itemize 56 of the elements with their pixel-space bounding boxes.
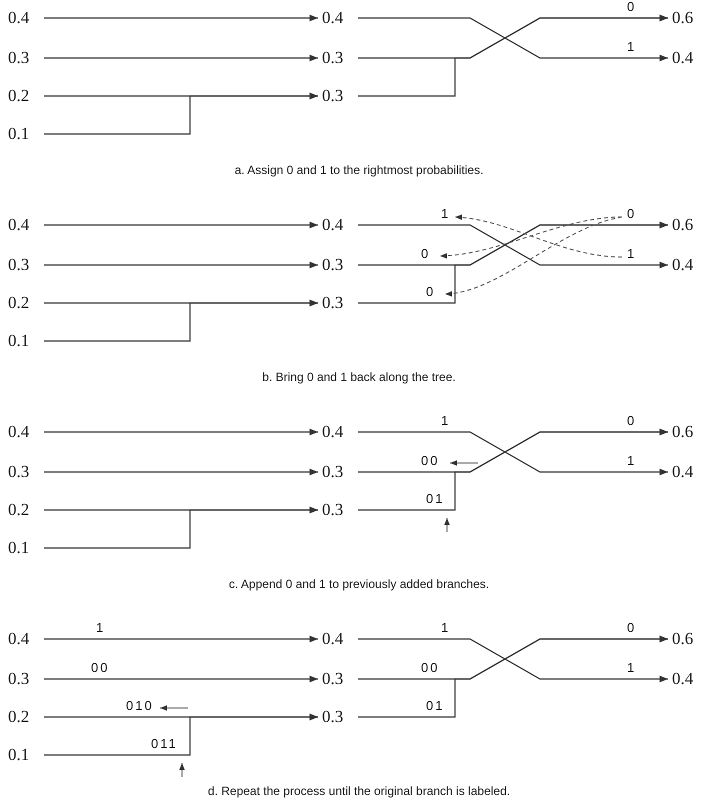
arrow (44, 468, 318, 476)
probability-value: 0.3 (8, 461, 30, 483)
caption: b. Bring 0 and 1 back along the tree. (262, 370, 456, 384)
probability-value: 0.2 (8, 499, 30, 521)
probability-value: 0.3 (8, 668, 30, 690)
arrow (44, 714, 318, 756)
caption: d. Repeat the process until the original branch is labeled. (208, 784, 510, 798)
probability-value: 0.3 (322, 706, 344, 728)
probability-value: 0.3 (8, 47, 30, 69)
caption: c. Append 0 and 1 to previously added branches. (228, 577, 490, 591)
arrow (358, 222, 668, 304)
caption: a. Assign 0 and 1 to the rightmost probabilities. (234, 163, 484, 177)
arrow (44, 222, 318, 228)
probability-value: 0.4 (672, 254, 694, 276)
probability-value: 0.3 (322, 47, 344, 69)
probability-value: 0.3 (322, 499, 344, 521)
probability-value: 0.4 (322, 214, 344, 236)
probability-value: 0.3 (322, 85, 344, 107)
arrow (44, 506, 318, 549)
probability-value: 0.4 (672, 47, 694, 69)
probability-value: 0.3 (8, 254, 30, 276)
probability-value: 0.3 (322, 254, 344, 276)
probability-value: 0.1 (8, 537, 30, 559)
arrow (44, 428, 318, 436)
probability-value: 0.6 (672, 628, 694, 650)
arrow (44, 262, 318, 268)
arrow (44, 300, 318, 342)
probability-value: 0.4 (8, 7, 30, 29)
probability-value: 0.6 (672, 7, 694, 29)
probability-value: 0.1 (8, 744, 30, 766)
probability-value: 0.4 (8, 421, 30, 443)
arrow (44, 92, 318, 135)
probability-value: 0.2 (8, 85, 30, 107)
probability-value: 0.2 (8, 292, 30, 314)
arrow (44, 14, 318, 22)
arrow (358, 636, 668, 718)
probability-value: 0.4 (8, 628, 30, 650)
probability-value: 0.2 (8, 706, 30, 728)
probability-value: 0.4 (672, 668, 694, 690)
probability-value: 0.6 (672, 421, 694, 443)
arrow (44, 54, 318, 62)
probability-value: 0.3 (322, 668, 344, 690)
probability-value: 0.1 (8, 330, 30, 352)
probability-value: 0.4 (8, 214, 30, 236)
probability-value: 0.1 (8, 123, 30, 145)
probability-value: 0.4 (322, 7, 344, 29)
probability-value: 0.4 (322, 421, 344, 443)
arrow (358, 428, 668, 511)
probability-value: 0.3 (322, 461, 344, 483)
probability-value: 0.6 (672, 214, 694, 236)
arrow (358, 14, 668, 97)
arrow (44, 676, 318, 682)
arrow (44, 636, 318, 642)
probability-value: 0.4 (322, 628, 344, 650)
probability-value: 0.3 (322, 292, 344, 314)
probability-value: 0.4 (672, 461, 694, 483)
